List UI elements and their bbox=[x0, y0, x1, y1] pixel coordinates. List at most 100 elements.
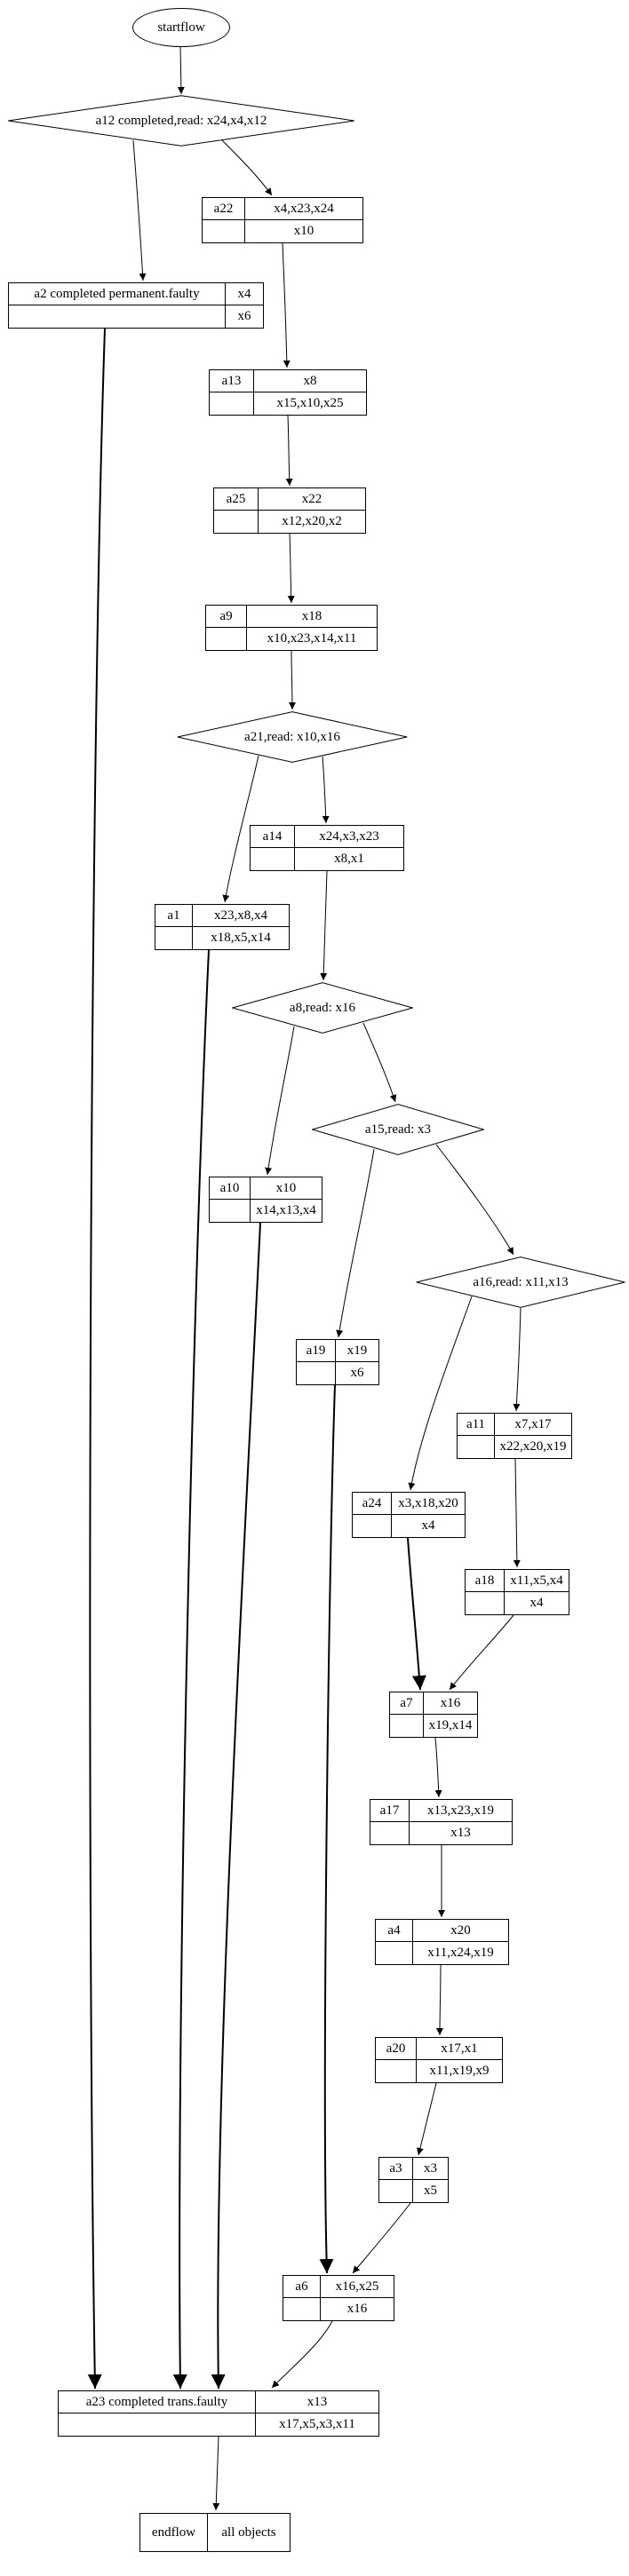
read-set: x10 bbox=[251, 1177, 322, 1200]
write-set: x19,x14 bbox=[428, 1718, 473, 1732]
action-name: a20 bbox=[376, 2038, 417, 2060]
endflow-label: endflow bbox=[140, 2514, 208, 2551]
node-a17: a17 x13,x23,x19 x13 bbox=[370, 1799, 513, 1845]
node-endflow: endflow all objects bbox=[139, 2513, 291, 2552]
decision-label: a8,read: x16 bbox=[289, 1000, 356, 1015]
read-set: x17,x1 bbox=[417, 2038, 502, 2060]
edge-a9-a21 bbox=[288, 650, 296, 710]
edge-a18-a7 bbox=[449, 1614, 514, 1691]
node-a4: a4 x20 x11,x24,x19 bbox=[375, 1919, 509, 1965]
node-a1: a1 x23,x8,x4 x18,x5,x14 bbox=[155, 904, 290, 950]
read-set: x4 bbox=[226, 283, 263, 305]
edge-a8-a10 bbox=[265, 1026, 295, 1176]
blank-cell bbox=[283, 2298, 321, 2320]
node-a6: a6 x16,x25 x16 bbox=[283, 2275, 394, 2321]
node-a16: a16,read: x11,x13 bbox=[416, 1256, 625, 1308]
edge-a1-a23 bbox=[172, 949, 210, 2390]
edge-a10-a23 bbox=[211, 1222, 261, 2390]
write-set: x11,x19,x9 bbox=[429, 2064, 490, 2078]
blank-cell bbox=[155, 927, 193, 949]
read-set: x20 bbox=[413, 1920, 508, 1942]
write-set: x17,x5,x3,x11 bbox=[279, 2417, 355, 2431]
action-name: a10 bbox=[210, 1177, 251, 1200]
action-name: a2 completed permanent.faulty bbox=[9, 283, 226, 305]
blank-cell bbox=[251, 848, 295, 870]
node-a21: a21,read: x10,x16 bbox=[177, 711, 408, 763]
write-set: x18,x5,x14 bbox=[211, 931, 271, 945]
read-set: x8 bbox=[254, 370, 366, 392]
decision-label: a21,read: x10,x16 bbox=[244, 729, 340, 744]
blank-cell bbox=[458, 1436, 495, 1458]
edge-a11-a18 bbox=[513, 1458, 521, 1568]
read-set: x19 bbox=[336, 1340, 378, 1362]
node-a3: a3 x3 x5 bbox=[378, 2157, 449, 2203]
edge-a6-a23 bbox=[271, 2320, 333, 2389]
decision-label: a12 completed,read: x24,x4,x12 bbox=[95, 113, 267, 128]
action-name: a18 bbox=[466, 1570, 505, 1592]
write-set: x4 bbox=[421, 1518, 435, 1533]
write-set: x14,x13,x4 bbox=[256, 1203, 316, 1217]
blank-cell bbox=[379, 2180, 413, 2202]
write-set: x5 bbox=[424, 2184, 437, 2198]
node-a15: a15,read: x3 bbox=[312, 1104, 484, 1155]
edge-a16-a24 bbox=[408, 1296, 473, 1491]
edge-a2-a23 bbox=[87, 328, 106, 2390]
node-a19: a19 x19 x6 bbox=[296, 1339, 379, 1385]
blank-cell bbox=[206, 628, 247, 650]
action-name: a9 bbox=[206, 606, 247, 628]
blank-cell bbox=[9, 305, 226, 328]
blank-cell bbox=[370, 1822, 410, 1844]
diamond-shape bbox=[232, 982, 413, 1034]
write-set: x16 bbox=[346, 2302, 368, 2316]
diamond-shape bbox=[177, 711, 408, 763]
edge-a24-a7 bbox=[407, 1537, 426, 1691]
blank-cell bbox=[466, 1592, 505, 1614]
node-a11: a11 x7,x17 x22,x20,x19 bbox=[457, 1413, 572, 1459]
diamond-shape bbox=[416, 1256, 625, 1308]
write-set: x10,x23,x14,x11 bbox=[267, 631, 357, 646]
edge-a8-a15 bbox=[362, 1022, 397, 1103]
node-a2: a2 completed permanent.faulty x4 x6 bbox=[8, 282, 264, 329]
read-set: x4,x23,x24 bbox=[245, 198, 362, 220]
edge-a15-a19 bbox=[336, 1148, 375, 1338]
read-set: x22 bbox=[259, 488, 365, 511]
read-set: x11,x5,x4 bbox=[505, 1570, 569, 1592]
action-name: a17 bbox=[370, 1800, 410, 1822]
diamond-shape bbox=[312, 1104, 484, 1155]
edge-a22-a13 bbox=[282, 242, 291, 369]
edge-a16-a11 bbox=[513, 1307, 522, 1412]
node-a20: a20 x17,x1 x11,x19,x9 bbox=[375, 2037, 503, 2083]
edge-a12-a22 bbox=[221, 139, 273, 196]
read-set: x3 bbox=[413, 2158, 448, 2180]
node-a18: a18 x11,x5,x4 x4 bbox=[465, 1569, 569, 1615]
blank-cell bbox=[210, 392, 254, 415]
write-set: x10 bbox=[293, 224, 314, 238]
node-a10: a10 x10 x14,x13,x4 bbox=[209, 1177, 322, 1223]
action-name: a24 bbox=[353, 1493, 392, 1515]
write-set: x11,x24,x19 bbox=[427, 1946, 494, 1960]
write-set: x22,x20,x19 bbox=[499, 1439, 567, 1454]
action-name: a22 bbox=[203, 198, 245, 220]
blank-cell bbox=[210, 1200, 251, 1222]
edge-a3-a6 bbox=[352, 2202, 411, 2274]
write-set: x12,x20,x2 bbox=[282, 514, 342, 528]
node-a25: a25 x22 x12,x20,x2 bbox=[213, 487, 366, 534]
action-name: a1 bbox=[155, 905, 193, 927]
node-a8: a8,read: x16 bbox=[232, 982, 413, 1034]
startflow-label: startflow bbox=[157, 20, 205, 35]
edge-a7-a17 bbox=[434, 1737, 442, 1798]
blank-cell bbox=[390, 1715, 424, 1737]
blank-cell bbox=[203, 220, 245, 242]
edge-a15-a16 bbox=[435, 1144, 514, 1256]
edge-a19-a6 bbox=[319, 1384, 336, 2274]
action-name: a6 bbox=[283, 2276, 321, 2298]
read-set: x16 bbox=[424, 1692, 477, 1715]
edge-a14-a8 bbox=[320, 870, 328, 981]
edge-a21-a1 bbox=[222, 755, 259, 903]
write-set: x15,x10,x25 bbox=[276, 396, 344, 410]
blank-cell bbox=[59, 2414, 256, 2436]
node-a9: a9 x18 x10,x23,x14,x11 bbox=[205, 605, 378, 651]
action-name: a7 bbox=[390, 1692, 424, 1715]
decision-label: a15,read: x3 bbox=[364, 1122, 432, 1137]
